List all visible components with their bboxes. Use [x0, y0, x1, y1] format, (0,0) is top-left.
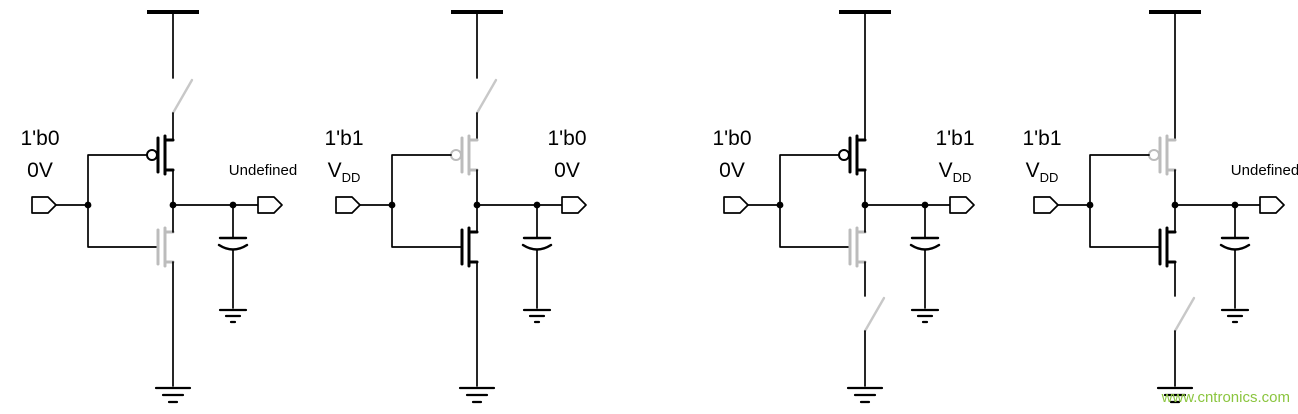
input-pin-icon — [1033, 196, 1059, 214]
pmos-gate-bubble — [838, 149, 850, 161]
output-node-dot — [169, 201, 177, 209]
input-pin-icon — [31, 196, 57, 214]
nmos-transistor — [1158, 226, 1177, 268]
input-voltage: 0V — [27, 159, 53, 182]
capacitor-plate-bottom — [217, 243, 249, 251]
input-label: 1'b1 VDD — [312, 124, 376, 191]
output-pin-icon — [949, 196, 975, 214]
pmos-gate-bubble — [450, 149, 462, 161]
input-bit: 1'b0 — [20, 127, 60, 150]
input-label: 1'b0 0V — [8, 124, 72, 191]
capacitor-ground-symbol — [1220, 308, 1250, 324]
output-bit — [203, 124, 323, 158]
circuit-3: 1'b0 0V 1'b1 VDD — [700, 0, 1010, 414]
open-switch-bottom-icon — [863, 296, 886, 333]
capacitor-ground-symbol — [522, 308, 552, 324]
output-bit — [1205, 124, 1298, 158]
output-voltage: VDD — [938, 159, 972, 186]
circuit-2: 1'b1 VDD 1'b0 0V — [312, 0, 622, 414]
output-pin-icon — [257, 196, 283, 214]
output-bit: 1'b0 — [547, 127, 587, 150]
nmos-transistor — [848, 226, 867, 268]
ground-symbol — [846, 386, 884, 404]
inverter-schematic-4 — [1033, 10, 1285, 404]
open-switch-bottom-icon — [1173, 296, 1196, 333]
input-node-dot — [776, 201, 784, 209]
capacitor-plate-bottom — [1219, 243, 1251, 251]
output-voltage: Undefined — [228, 162, 298, 179]
input-voltage: VDD — [327, 159, 361, 186]
pmos-transistor — [146, 134, 175, 176]
pmos-transistor — [838, 134, 867, 176]
output-bit: 1'b1 — [935, 127, 975, 150]
output-node-dot — [1171, 201, 1179, 209]
output-label: Undefined — [1205, 124, 1298, 188]
input-bit: 1'b1 — [1022, 127, 1062, 150]
input-pin-icon — [723, 196, 749, 214]
input-voltage: 0V — [719, 159, 745, 182]
output-label: 1'b1 VDD — [895, 124, 1015, 191]
input-node-dot — [84, 201, 92, 209]
pmos-transistor — [1148, 134, 1177, 176]
pmos-gate-bubble — [1148, 149, 1160, 161]
input-pin-icon — [335, 196, 361, 214]
output-label: Undefined — [203, 124, 323, 188]
input-node-dot — [388, 201, 396, 209]
nmos-transistor — [156, 226, 175, 268]
ground-symbol — [154, 386, 192, 404]
input-bit: 1'b1 — [324, 127, 364, 150]
capacitor-ground-symbol — [218, 308, 248, 324]
input-bit: 1'b0 — [712, 127, 752, 150]
output-node-dot — [473, 201, 481, 209]
output-pin-icon — [561, 196, 587, 214]
input-label: 1'b1 VDD — [1010, 124, 1074, 191]
watermark: www.cntronics.com — [1161, 389, 1290, 406]
capacitor-plate-bottom — [521, 243, 553, 251]
circuit-4: 1'b1 VDD Undefined — [1010, 0, 1298, 414]
open-switch-top-icon — [475, 78, 498, 115]
output-voltage: Undefined — [1230, 162, 1298, 179]
nmos-transistor — [460, 226, 479, 268]
output-node-dot — [861, 201, 869, 209]
input-node-dot — [1086, 201, 1094, 209]
circuit-1: 1'b0 0V Undefined — [8, 0, 318, 414]
ground-symbol — [1156, 386, 1194, 404]
inverter-schematic-1 — [31, 10, 283, 404]
capacitor-ground-symbol — [910, 308, 940, 324]
output-voltage: 0V — [554, 159, 580, 182]
ground-symbol — [458, 386, 496, 404]
pmos-transistor — [450, 134, 479, 176]
output-pin-icon — [1259, 196, 1285, 214]
inverter-schematic-2 — [335, 10, 587, 404]
open-switch-top-icon — [171, 78, 194, 115]
input-label: 1'b0 0V — [700, 124, 764, 191]
input-voltage: VDD — [1025, 159, 1059, 186]
output-label: 1'b0 0V — [507, 124, 627, 191]
inverter-schematic-3 — [723, 10, 975, 404]
pmos-gate-bubble — [146, 149, 158, 161]
capacitor-plate-bottom — [909, 243, 941, 251]
